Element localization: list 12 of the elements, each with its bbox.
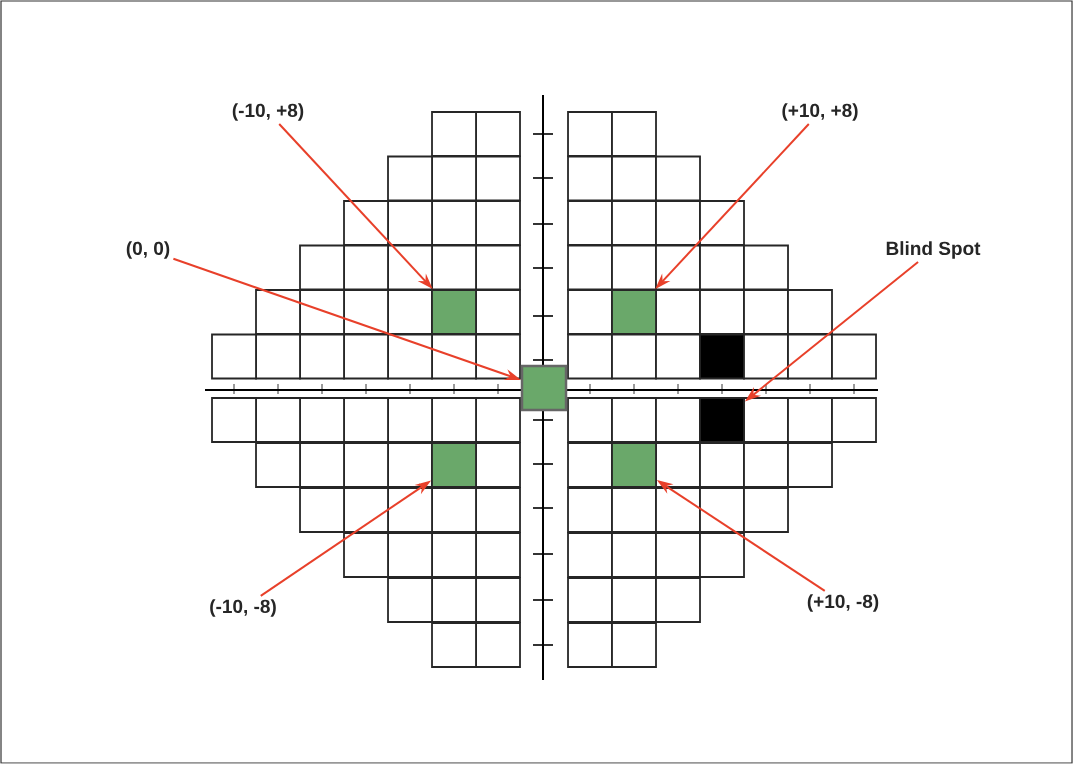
test-point-cell [431, 289, 477, 335]
coordinate-label: (0, 0) [126, 241, 170, 259]
fixation-cell [520, 364, 568, 412]
coordinate-label: (-10, -8) [210, 599, 276, 617]
coordinate-label: (+10, +8) [782, 103, 858, 121]
test-point-cell [431, 442, 477, 488]
coordinate-label: (-10, +8) [232, 103, 304, 121]
coordinate-label: (+10, -8) [807, 594, 879, 612]
blind-spot-cell [699, 397, 745, 443]
coordinate-label: Blind Spot [886, 241, 981, 259]
test-point-cell [611, 442, 657, 488]
test-point-cell [611, 289, 657, 335]
